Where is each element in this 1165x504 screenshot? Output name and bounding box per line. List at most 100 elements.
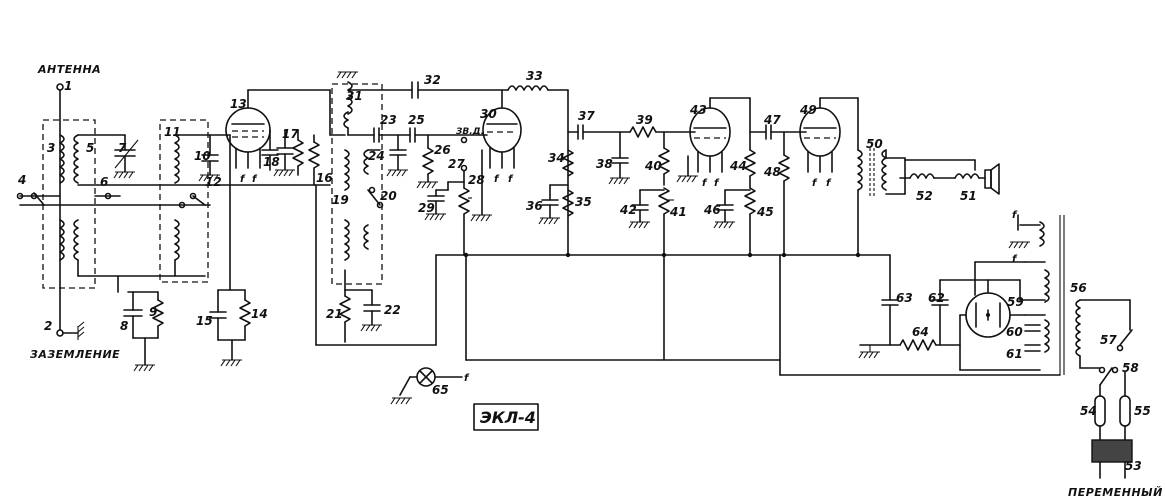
capacitor-32: [347, 81, 509, 99]
ground-symbol: [62, 321, 85, 340]
component-label: 57: [1100, 333, 1117, 347]
component-label: 56: [1070, 281, 1087, 295]
capacitor-37: [567, 124, 631, 140]
resistor-44: [744, 131, 756, 189]
component-label: 11: [164, 125, 181, 139]
component-label: 13: [230, 97, 247, 111]
component-label: 17: [282, 127, 299, 141]
coil-31: [336, 71, 359, 136]
component-label: 53: [1125, 459, 1142, 473]
rf-coil-shield: [159, 119, 209, 283]
ht-bus: [315, 184, 1061, 376]
component-label: 39: [636, 113, 653, 127]
fuse-55: [1119, 371, 1131, 441]
component-label: 51: [960, 189, 977, 203]
component-label: 12: [205, 175, 222, 189]
power-transformer-56: [974, 215, 1081, 375]
pilot-lamp-65: [390, 367, 463, 405]
resistor-9: [133, 291, 164, 372]
component-label: 59: [1007, 295, 1024, 309]
ac-power-caption: ПЕРЕМЕННЫЙ ТОК: [1068, 486, 1165, 499]
mains-plug-53: [1091, 439, 1133, 479]
component-label: 61: [1006, 347, 1023, 361]
component-label: 30: [480, 107, 497, 121]
component-label: 65: [432, 383, 449, 397]
component-label: 48: [763, 165, 781, 179]
capacitor-17: [273, 129, 296, 177]
ground-caption: ЗАЗЕМЛЕНИЕ: [30, 348, 120, 361]
component-label: 41: [669, 205, 687, 219]
svg-text:f: f: [812, 178, 818, 189]
svg-text:f: f: [714, 178, 720, 189]
component-label: 8: [120, 319, 128, 333]
output-transformer-50: [857, 148, 887, 256]
component-label: 31: [346, 89, 363, 103]
capacitor-42: [628, 189, 665, 229]
component-label: 4: [17, 173, 26, 187]
resistor-48: [778, 131, 790, 256]
tube-30: [470, 89, 522, 222]
component-label: 28: [468, 173, 485, 187]
component-label: 32: [424, 73, 441, 87]
capacitor-10: [198, 134, 221, 182]
component-label: 47: [763, 113, 781, 127]
component-labels: 1 2 3 4 5 6 7 8 9 10 11 12 13 14 15 16 1…: [17, 69, 1151, 473]
component-label: 25: [408, 113, 425, 127]
coil-3: [59, 134, 65, 261]
component-label: 20: [380, 189, 397, 203]
rectifier-tube-59: [939, 279, 1041, 371]
capacitor-47: [749, 124, 807, 140]
component-label: 54: [1080, 404, 1097, 418]
capacitor-60: [1024, 324, 1041, 332]
fuse-54: [1094, 384, 1106, 441]
tube-13: [225, 89, 331, 291]
svg-text:f: f: [702, 178, 708, 189]
svg-text:f: f: [1012, 254, 1018, 265]
capacitor-62: [931, 279, 949, 346]
model-label: ЭКЛ-4: [480, 408, 536, 427]
component-label: 37: [578, 109, 595, 123]
antenna-caption: АНТЕННА: [37, 63, 101, 76]
component-label: 58: [1122, 361, 1139, 375]
component-label: 10: [194, 149, 211, 163]
svg-text:f: f: [508, 174, 514, 185]
capacitor-36: [538, 184, 569, 225]
pickup-label: ЗВ.Д.: [456, 127, 484, 137]
resistor-39: [629, 126, 696, 138]
resistor-41: [658, 187, 674, 256]
resistor-28: [458, 181, 472, 256]
component-label: 7: [118, 141, 127, 155]
voltage-selector-58: [1079, 366, 1119, 386]
component-label: 64: [912, 325, 929, 339]
resistor-17b: [292, 129, 304, 176]
component-label: 43: [689, 103, 707, 117]
component-label: 21: [326, 307, 343, 321]
component-label: 52: [916, 189, 933, 203]
svg-text:f: f: [464, 373, 470, 384]
svg-text:f: f: [1012, 210, 1018, 221]
capacitor-22: [360, 289, 383, 332]
filament-leads: [1008, 214, 1031, 249]
component-label: 2: [44, 319, 52, 333]
component-label: 60: [1006, 325, 1023, 339]
antenna-terminal: [56, 83, 64, 337]
resistor-34: [562, 149, 574, 177]
capacitor-29: [424, 181, 449, 221]
capacitor-8: [117, 275, 159, 339]
speaker-51: [904, 159, 1000, 195]
pickup-jack-27: [447, 136, 468, 183]
component-label: 46: [703, 203, 721, 217]
field-coil-52: [885, 157, 956, 195]
component-label: 18: [263, 155, 280, 169]
capacitor-38: [608, 131, 631, 185]
capacitor-7: [94, 134, 139, 179]
coil-11: [174, 134, 231, 277]
component-label: 15: [196, 314, 213, 328]
component-label: 40: [644, 159, 662, 173]
component-label: 9: [149, 305, 157, 319]
component-label: 44: [729, 159, 747, 173]
component-label: 26: [434, 143, 451, 157]
component-label: 36: [526, 199, 543, 213]
capacitor-24: [386, 134, 409, 177]
